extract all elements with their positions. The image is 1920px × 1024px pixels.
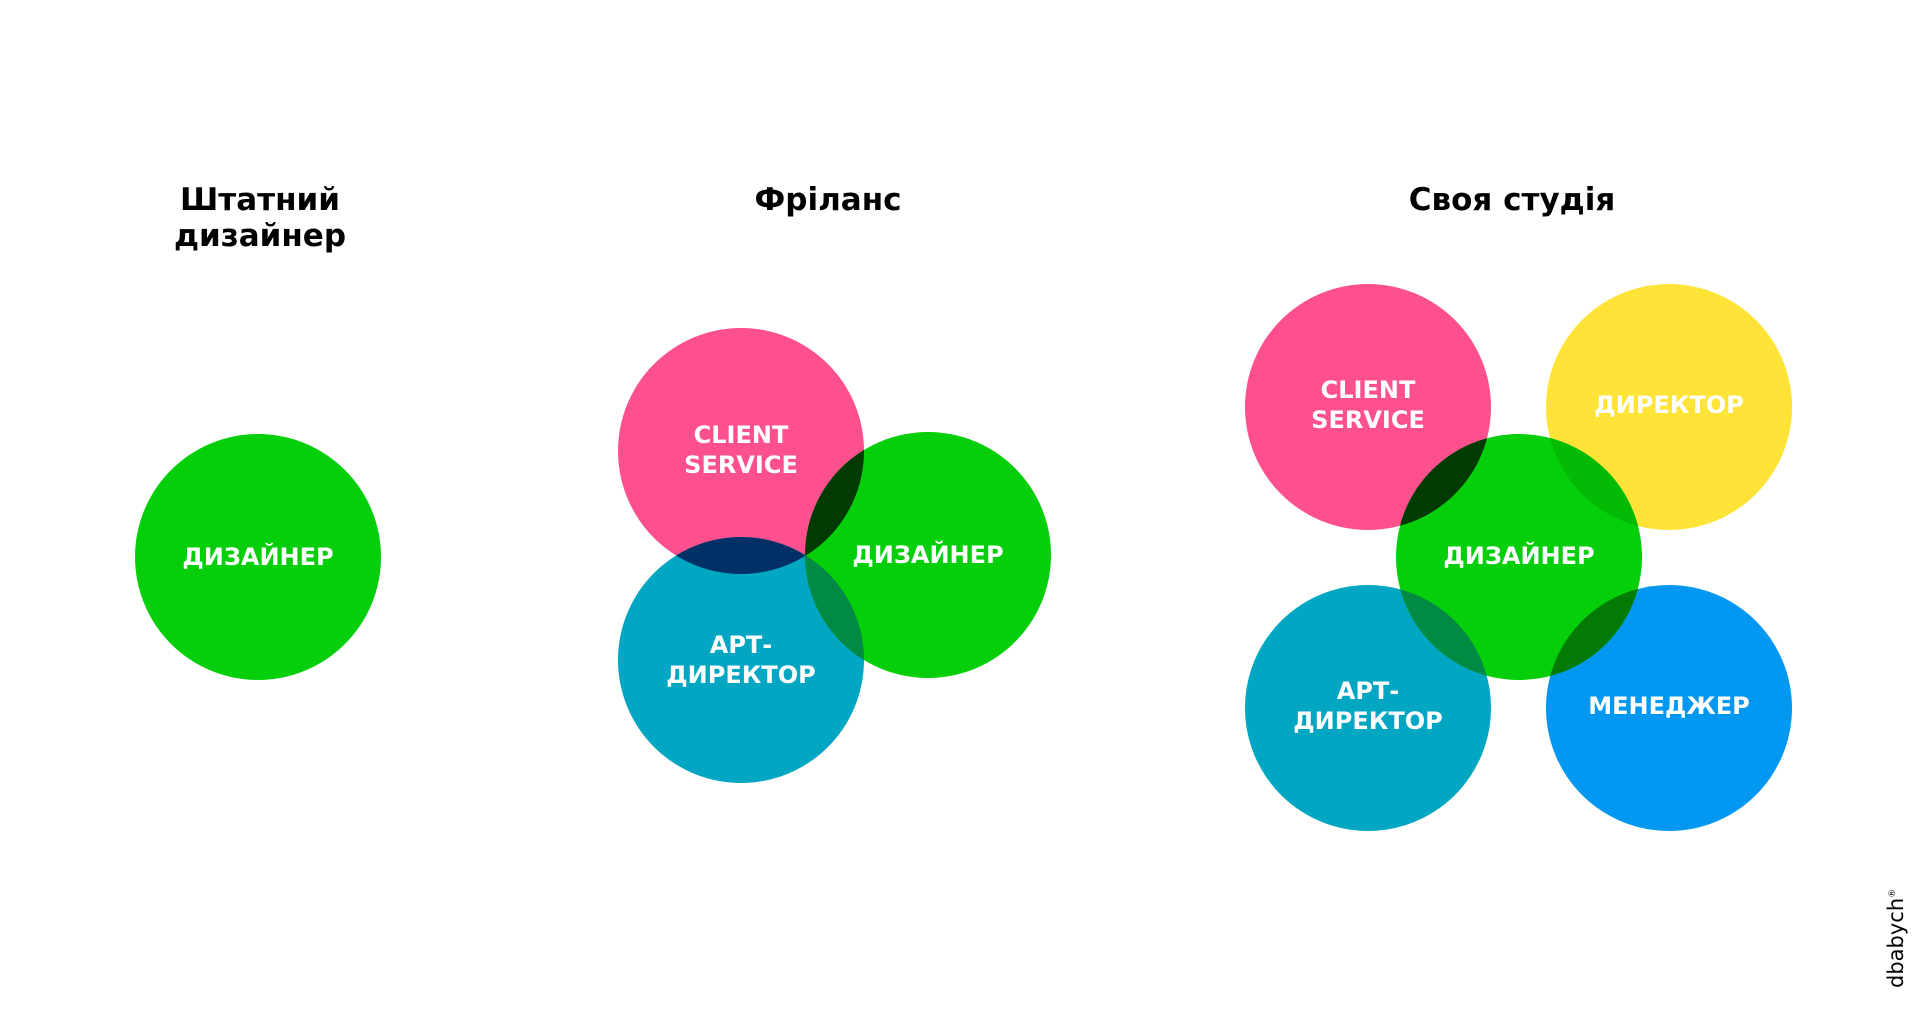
circle-staff-designer	[135, 434, 381, 680]
label-freelance-art-director-line-2: ДИРЕКТОР	[666, 661, 816, 689]
label-staff-designer-line-1: ДИЗАЙНЕР	[182, 543, 334, 571]
brand-logo-mark: ®	[1888, 888, 1898, 898]
group-title-staff: Штатний дизайнер	[174, 182, 346, 254]
label-studio-art-director: АРТ- ДИРЕКТОР	[1293, 676, 1442, 736]
label-freelance-designer-line-1: ДИЗАЙНЕР	[852, 541, 1004, 569]
label-studio-director-line-1: ДИРЕКТОР	[1594, 391, 1744, 419]
label-freelance-client-service-line-2: SERVICE	[684, 451, 798, 479]
label-studio-director: ДИРЕКТОР	[1594, 390, 1743, 420]
group-title-freelance-line-1: Фріланс	[754, 182, 902, 218]
brand-logo: dbabych®	[1884, 889, 1908, 988]
group-title-staff-line-2: дизайнер	[173, 218, 347, 254]
label-studio-manager: МЕНЕДЖЕР	[1588, 691, 1750, 721]
label-studio-manager-line-1: МЕНЕДЖЕР	[1588, 692, 1750, 720]
label-studio-art-director-line-2: ДИРЕКТОР	[1293, 707, 1443, 735]
label-freelance-art-director: АРТ- ДИРЕКТОР	[666, 630, 815, 690]
label-studio-designer-line-1: ДИЗАЙНЕР	[1443, 542, 1595, 570]
label-freelance-art-director-line-1: АРТ-	[709, 631, 773, 659]
group-title-own-studio-line-1: Своя студія	[1408, 182, 1616, 218]
label-studio-client-service: CLIENT SERVICE	[1311, 375, 1425, 435]
brand-logo-text: dbabych	[1884, 897, 1908, 988]
label-staff-designer: ДИЗАЙНЕР	[182, 542, 333, 572]
group-title-own-studio: Своя студія	[1409, 182, 1615, 218]
label-studio-client-service-line-1: CLIENT	[1320, 376, 1416, 404]
label-freelance-designer: ДИЗАЙНЕР	[852, 540, 1003, 570]
label-studio-designer: ДИЗАЙНЕР	[1443, 541, 1594, 571]
label-freelance-client-service-line-1: CLIENT	[693, 421, 789, 449]
label-studio-art-director-line-1: АРТ-	[1336, 677, 1400, 705]
label-studio-client-service-line-2: SERVICE	[1311, 406, 1425, 434]
group-title-freelance: Фріланс	[755, 182, 902, 218]
group-title-staff-line-1: Штатний	[179, 182, 341, 218]
label-freelance-client-service: CLIENT SERVICE	[684, 420, 798, 480]
